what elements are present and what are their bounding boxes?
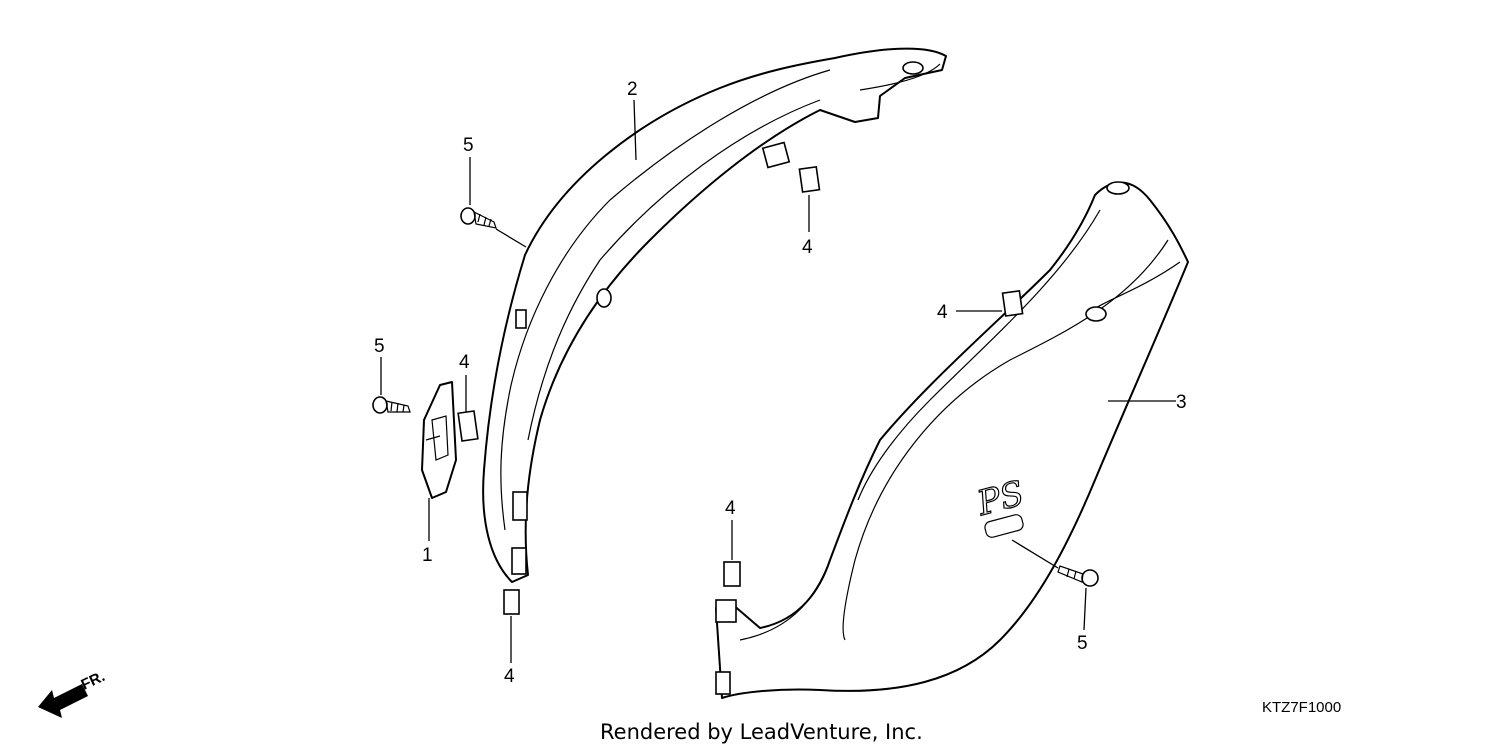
- label-screw-c: 5: [1077, 633, 1088, 654]
- label-part-1: 1: [422, 545, 433, 566]
- screw-c: [1057, 565, 1099, 587]
- screw-a: [460, 207, 497, 229]
- label-clip-c: 4: [459, 352, 470, 373]
- side-bracket: [421, 381, 479, 499]
- front-direction-label: FR.: [79, 668, 108, 694]
- label-clip-a: 4: [802, 237, 813, 258]
- label-clip-b: 4: [937, 302, 948, 323]
- render-credit: Rendered by LeadVenture, Inc.: [600, 720, 923, 744]
- leader-lines: [380, 99, 1176, 663]
- diagram-code: KTZ7F1000: [1262, 699, 1341, 716]
- clip-hardware: [503, 165, 1024, 615]
- right-body-cover: PS: [715, 181, 1189, 699]
- label-part-2: 2: [627, 79, 638, 100]
- screw-b: [372, 396, 411, 414]
- label-clip-d: 4: [504, 666, 515, 687]
- label-part-3: 3: [1176, 392, 1187, 413]
- label-clip-e: 4: [725, 498, 736, 519]
- left-body-cover: [482, 47, 947, 583]
- front-direction-arrow: FR.: [38, 668, 108, 718]
- label-screw-b: 5: [374, 336, 385, 357]
- label-screw-a: 5: [463, 135, 474, 156]
